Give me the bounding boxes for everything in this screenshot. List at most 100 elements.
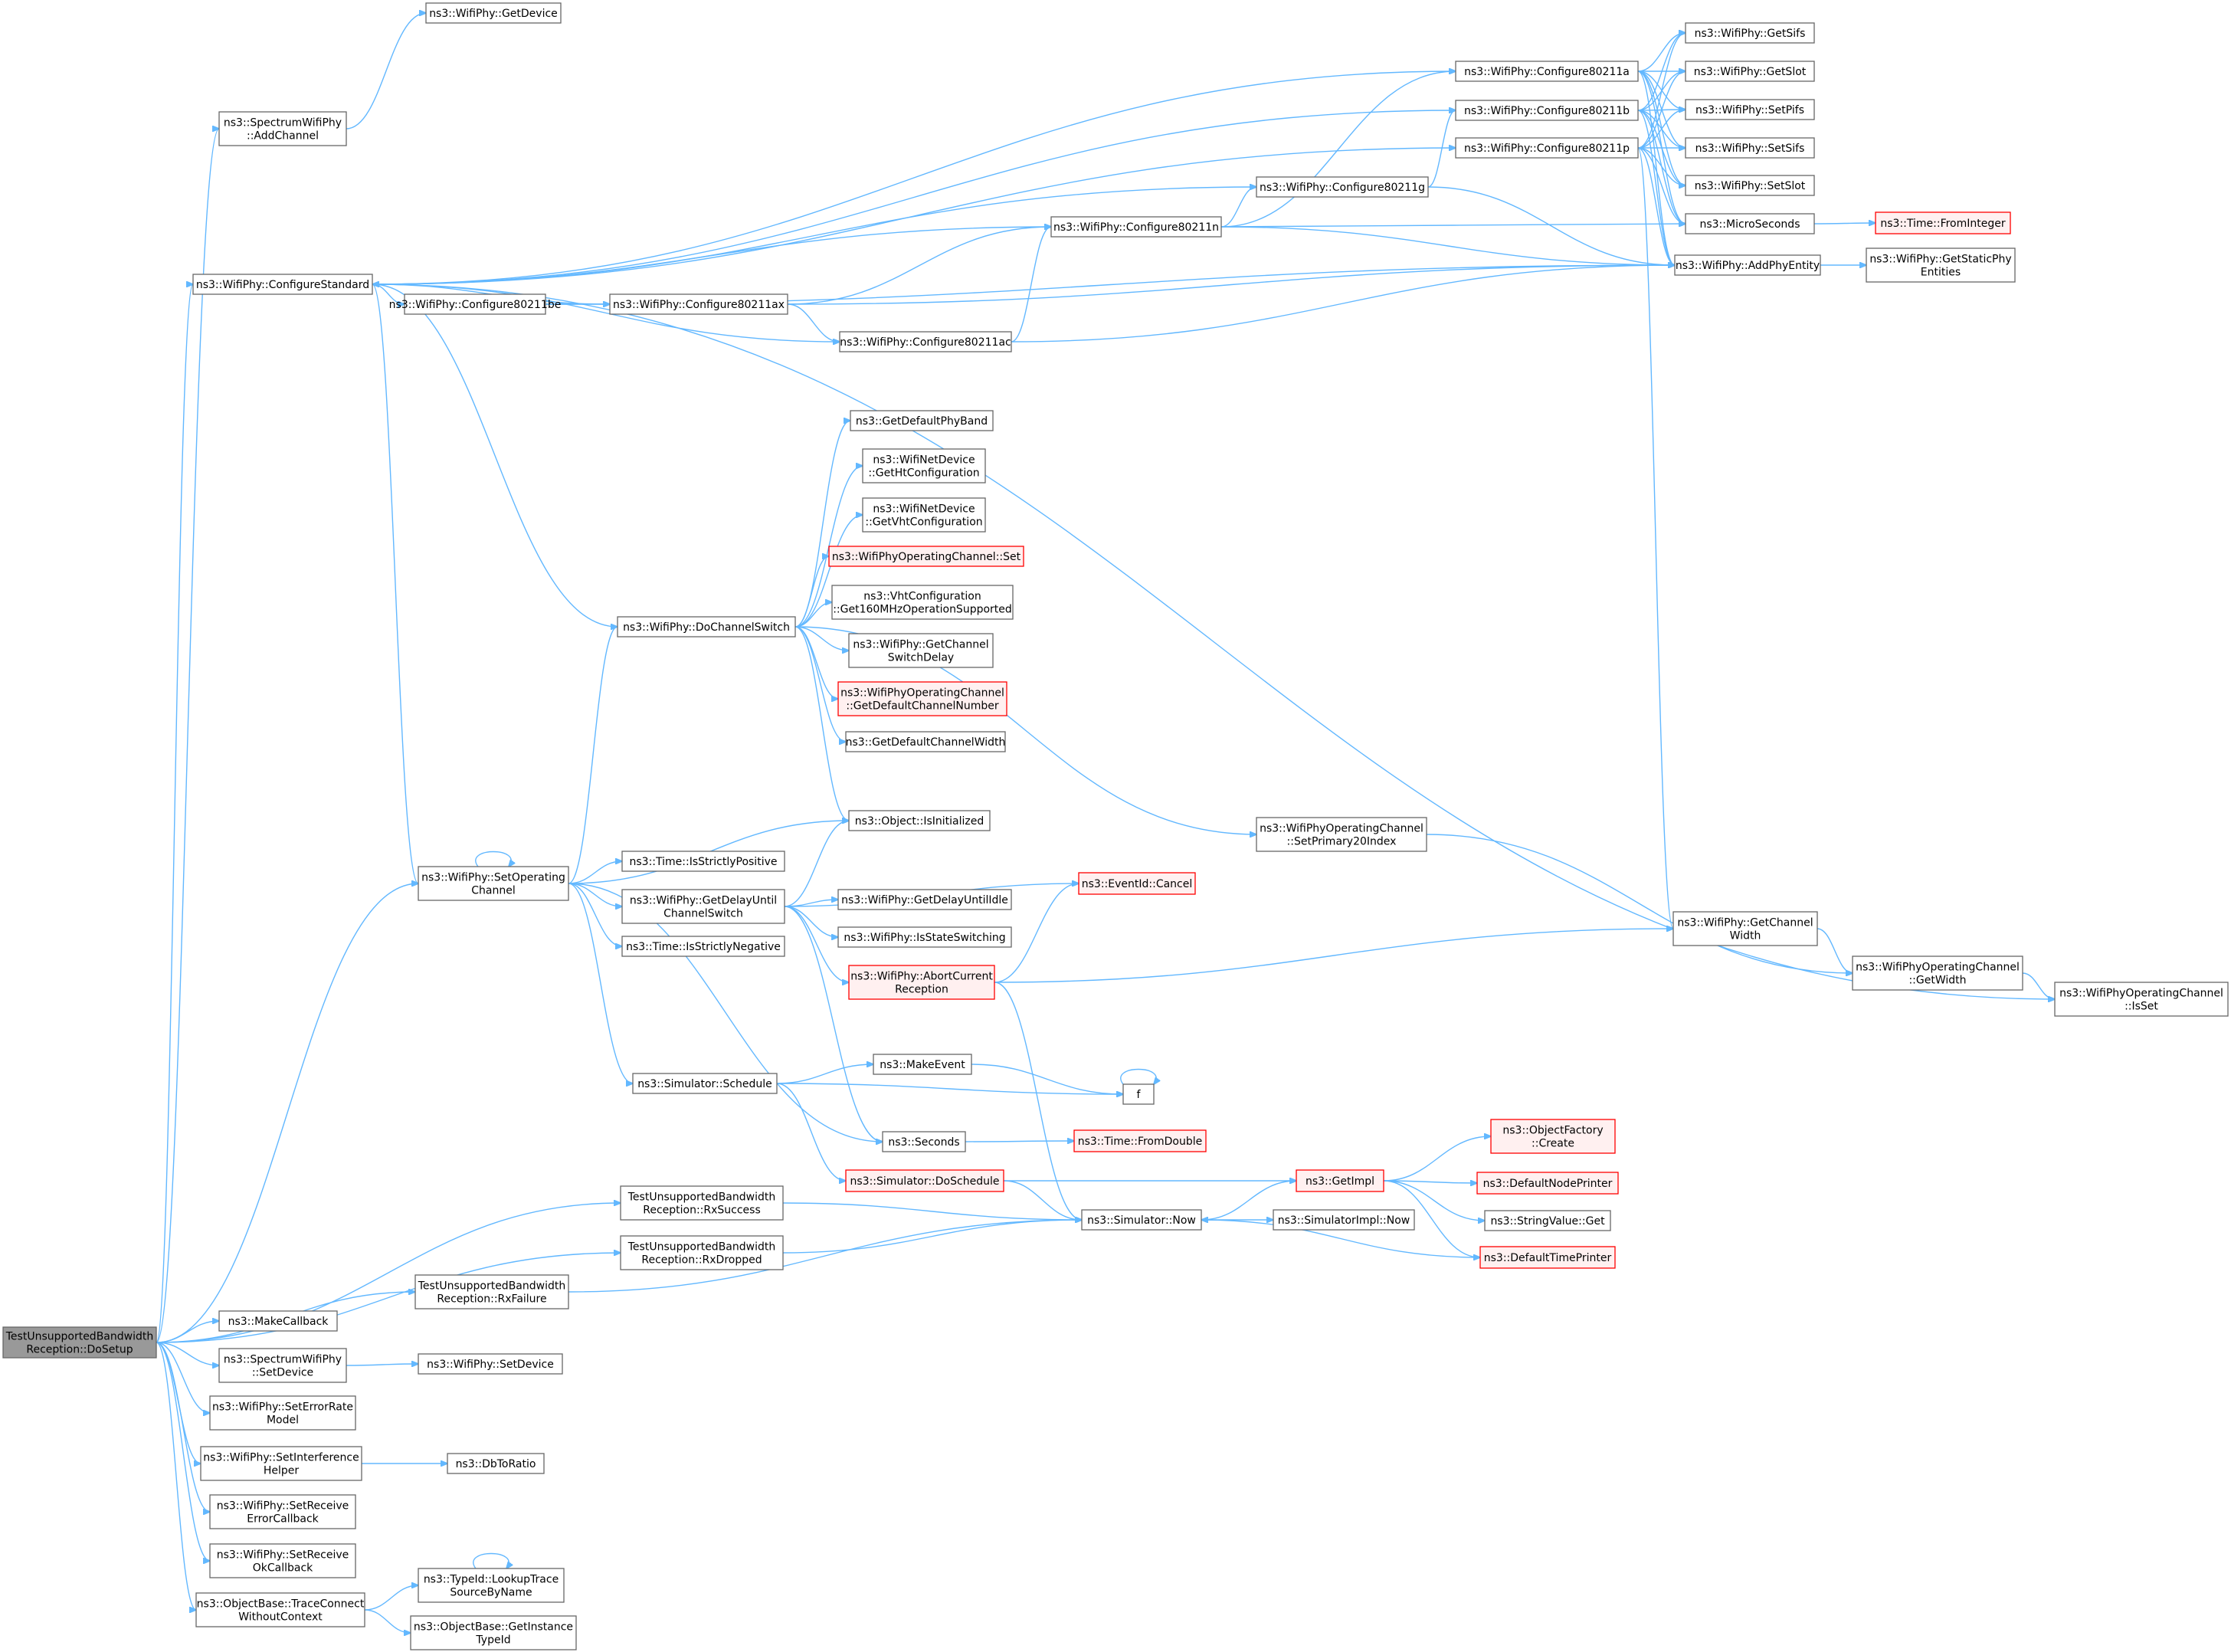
node-getht[interactable]: ns3::WifiNetDevice::GetHtConfiguration: [862, 448, 986, 483]
node-makecb[interactable]: ns3::MakeCallback: [218, 1310, 338, 1332]
node-opchset[interactable]: ns3::WifiPhyOperatingChannel::Set: [828, 546, 1024, 567]
edge-getimpl-to-strget: [1383, 1180, 1485, 1221]
node-label-line: ns3::MakeCallback: [228, 1316, 329, 1328]
node-getdevice[interactable]: ns3::WifiPhy::GetDevice: [425, 2, 562, 24]
node-opgetwidth[interactable]: ns3::WifiPhyOperatingChannel::GetWidth: [1852, 955, 2023, 991]
node-c11p[interactable]: ns3::WifiPhy::Configure80211p: [1455, 137, 1639, 159]
node-label-line: ns3::WifiPhy::Configure80211be: [389, 299, 562, 311]
node-traceconnect[interactable]: ns3::ObjectBase::TraceConnectWithoutCont…: [195, 1592, 365, 1627]
node-label-line: ns3::ObjectBase::TraceConnect: [197, 1598, 365, 1611]
node-box: [620, 1235, 784, 1270]
node-get160[interactable]: ns3::VhtConfiguration::Get160MHzOperatio…: [831, 585, 1014, 620]
node-schedule[interactable]: ns3::Simulator::Schedule: [632, 1073, 778, 1094]
node-c11ax[interactable]: ns3::WifiPhy::Configure80211ax: [609, 293, 788, 315]
node-frominteger[interactable]: ns3::Time::FromInteger: [1875, 211, 2011, 234]
node-dbtoratio[interactable]: ns3::DbToRatio: [447, 1453, 545, 1474]
edge-rxfailure-to-simnow: [568, 1220, 1082, 1293]
node-getdefchwidth[interactable]: ns3::GetDefaultChannelWidth: [845, 731, 1006, 752]
node-setprim[interactable]: ns3::WifiPhyOperatingChannel::SetPrimary…: [1256, 817, 1427, 852]
node-getdelayidle[interactable]: ns3::WifiPhy::GetDelayUntilIdle: [837, 889, 1012, 910]
node-c11g[interactable]: ns3::WifiPhy::Configure80211g: [1256, 176, 1429, 198]
node-c11n[interactable]: ns3::WifiPhy::Configure80211n: [1050, 216, 1222, 238]
node-micro[interactable]: ns3::MicroSeconds: [1685, 213, 1815, 234]
node-label-line: ns3::WifiPhyOperatingChannel: [840, 687, 1004, 700]
node-strget[interactable]: ns3::StringValue::Get: [1484, 1210, 1611, 1231]
node-setdevwifi[interactable]: ns3::WifiPhy::SetDevice: [418, 1353, 563, 1375]
node-fromdouble[interactable]: ns3::Time::FromDouble: [1073, 1129, 1207, 1152]
node-c11ac[interactable]: ns3::WifiPhy::Configure80211ac: [839, 331, 1012, 352]
node-c11b[interactable]: ns3::WifiPhy::Configure80211b: [1455, 100, 1639, 121]
node-rxsuccess[interactable]: TestUnsupportedBandwidthReception::RxSuc…: [620, 1185, 784, 1221]
node-label-line: ns3::WifiPhy::GetDelayUntilIdle: [841, 894, 1008, 906]
edge-traceconnect-to-getinst: [364, 1609, 411, 1633]
node-strictneg[interactable]: ns3::Time::IsStrictlyNegative: [621, 936, 785, 957]
node-box: [1685, 175, 1815, 196]
node-getdefband[interactable]: ns3::GetDefaultPhyBand: [850, 410, 994, 431]
node-getsifs[interactable]: ns3::WifiPhy::GetSifs: [1685, 22, 1815, 44]
node-cancel[interactable]: ns3::EventId::Cancel: [1078, 872, 1196, 895]
node-box: [1073, 1129, 1207, 1152]
node-makeevent[interactable]: ns3::MakeEvent: [873, 1054, 972, 1075]
node-label-line: f: [1137, 1089, 1142, 1101]
edge-root-to-traceconnect: [156, 1342, 196, 1610]
node-addphy[interactable]: ns3::WifiPhy::AddPhyEntity: [1674, 254, 1821, 276]
node-c11be[interactable]: ns3::WifiPhy::Configure80211be: [389, 293, 562, 315]
node-rxdropped[interactable]: TestUnsupportedBandwidthReception::RxDro…: [620, 1235, 784, 1270]
edge-c11p-to-micro: [1637, 147, 1686, 224]
node-setsifs[interactable]: ns3::WifiPhy::SetSifs: [1685, 137, 1815, 159]
node-objcreate[interactable]: ns3::ObjectFactory::Create: [1490, 1119, 1616, 1154]
node-setslot[interactable]: ns3::WifiPhy::SetSlot: [1685, 175, 1815, 196]
node-label-line: TestUnsupportedBandwidth: [5, 1331, 153, 1343]
edge-root-to-rxsuccess: [156, 1203, 621, 1343]
node-doschedule[interactable]: ns3::Simulator::DoSchedule: [845, 1169, 1004, 1192]
node-setdevspec[interactable]: ns3::SpectrumWifiPhy::SetDevice: [218, 1348, 347, 1383]
node-getdefchnum[interactable]: ns3::WifiPhyOperatingChannel::GetDefault…: [837, 681, 1007, 716]
edge-configstd-to-isset: [372, 284, 2055, 999]
node-getimpl[interactable]: ns3::GetImpl: [1296, 1169, 1384, 1192]
node-box: [425, 2, 562, 24]
node-addchannel[interactable]: ns3::SpectrumWifiPhy::AddChannel: [218, 111, 347, 146]
node-c11a[interactable]: ns3::WifiPhy::Configure80211a: [1455, 61, 1639, 82]
node-label-line: ns3::WifiNetDevice: [873, 503, 975, 516]
node-f[interactable]: f: [1122, 1083, 1155, 1105]
node-dochswitch[interactable]: ns3::WifiPhy::DoChannelSwitch: [617, 616, 796, 638]
node-simnow[interactable]: ns3::Simulator::Now: [1081, 1209, 1202, 1231]
edge-f-to-f: [1120, 1068, 1156, 1085]
node-label-line: ns3::Time::IsStrictlyPositive: [630, 856, 778, 868]
node-label-line: ::AddChannel: [247, 130, 319, 143]
node-setpifs[interactable]: ns3::WifiPhy::SetPifs: [1685, 99, 1815, 120]
node-implnow[interactable]: ns3::SimulatorImpl::Now: [1273, 1209, 1415, 1231]
node-rxfailure[interactable]: TestUnsupportedBandwidthReception::RxFai…: [414, 1274, 569, 1309]
node-seconds[interactable]: ns3::Seconds: [882, 1131, 966, 1152]
node-box: [1685, 61, 1815, 82]
node-getvht[interactable]: ns3::WifiNetDevice::GetVhtConfiguration: [862, 497, 986, 533]
node-configstd[interactable]: ns3::WifiPhy::ConfigureStandard: [192, 274, 373, 295]
node-label-line: ns3::WifiPhy::SetErrorRate: [212, 1401, 353, 1414]
node-defnode[interactable]: ns3::DefaultNodePrinter: [1476, 1172, 1619, 1195]
node-label-line: SourceByName: [450, 1587, 532, 1599]
node-getslot[interactable]: ns3::WifiPhy::GetSlot: [1685, 61, 1815, 82]
node-label-line: ns3::WifiPhy::Configure80211a: [1464, 66, 1630, 78]
node-root[interactable]: TestUnsupportedBandwidthReception::DoSet…: [2, 1326, 157, 1359]
edge-c11ax-to-c11n: [787, 227, 1051, 305]
node-strictpos[interactable]: ns3::Time::IsStrictlyPositive: [621, 851, 785, 872]
edge-setopch-to-dochswitch: [568, 627, 618, 884]
node-isset[interactable]: ns3::WifiPhyOperatingChannel::IsSet: [2054, 982, 2229, 1017]
node-isswitching[interactable]: ns3::WifiPhy::IsStateSwitching: [837, 926, 1012, 948]
node-label-line: ::Get160MHzOperationSupported: [833, 604, 1012, 616]
node-box: [609, 293, 788, 315]
node-deftime[interactable]: ns3::DefaultTimePrinter: [1479, 1246, 1616, 1269]
node-isinit[interactable]: ns3::Object::IsInitialized: [848, 810, 991, 831]
